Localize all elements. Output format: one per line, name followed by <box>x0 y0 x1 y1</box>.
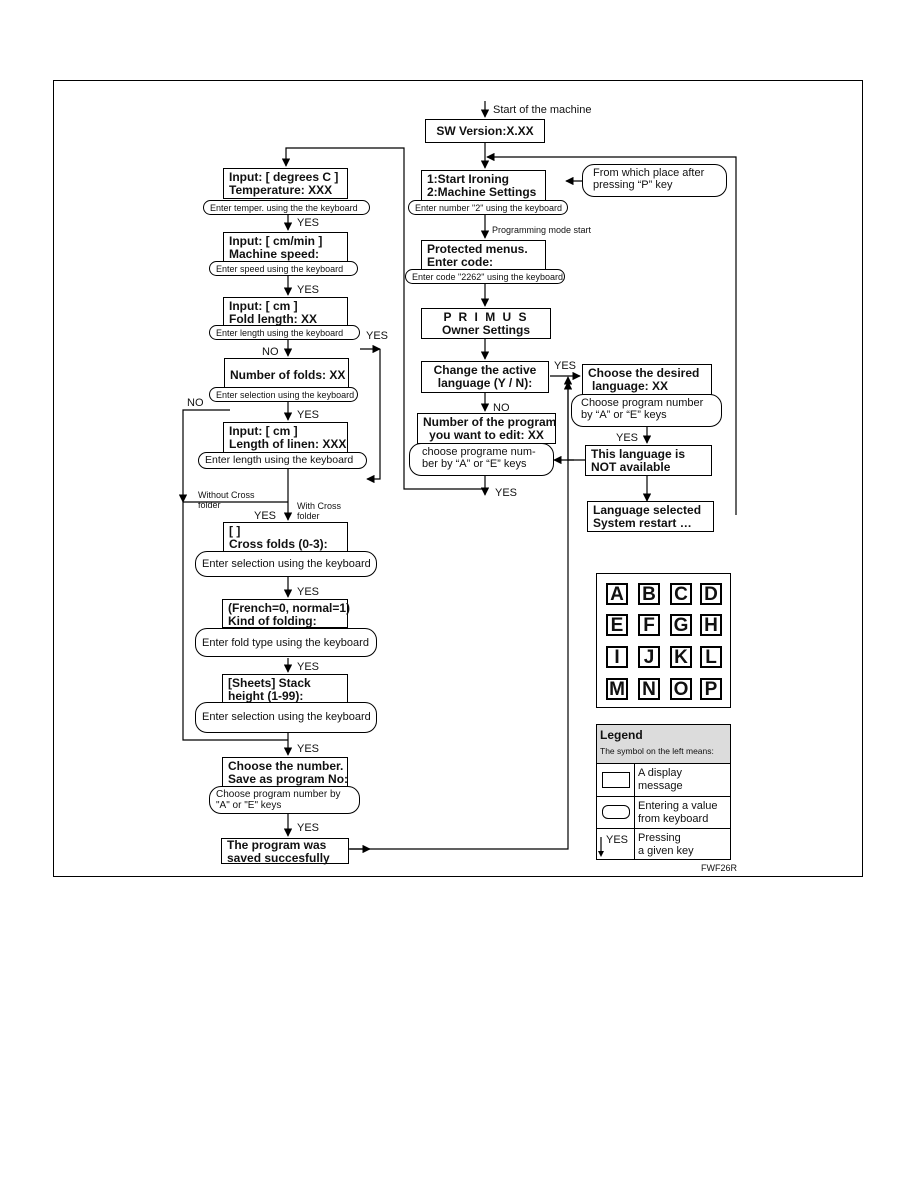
key-j[interactable]: J <box>638 646 660 668</box>
yes-bottom-label: YES <box>495 487 518 499</box>
choose-program-input[interactable]: choose programe num-ber by “A” or “E” ke… <box>409 443 554 476</box>
temperature-input[interactable]: Enter temper. using the the keyboard <box>203 200 370 215</box>
save-program-display: Choose the number.Save as program No: <box>222 757 348 787</box>
length-of-linen-display: Input: [ cm ]Length of linen: XXX <box>223 422 348 453</box>
enter-number-2-input[interactable]: Enter number "2" using the keyboard <box>408 200 568 215</box>
yes-label-4: YES <box>254 510 277 522</box>
yes-label-8: YES <box>297 822 320 834</box>
key-m[interactable]: M <box>606 678 628 700</box>
no-label-2: NO <box>187 397 204 409</box>
machine-speed-display: Input: [ cm/min ]Machine speed: <box>223 232 348 263</box>
yes-label-1: YES <box>297 217 320 229</box>
save-program-input[interactable]: Choose program number by"A" or "E" keys <box>209 786 360 814</box>
yes-label-7: YES <box>297 743 320 755</box>
key-i[interactable]: I <box>606 646 628 668</box>
key-press-arrow-icon <box>598 837 604 857</box>
enter-code-input[interactable]: Enter code "2262" using the keyboard <box>405 269 565 284</box>
display-box-icon <box>602 772 630 788</box>
start-label: Start of the machine <box>493 104 592 116</box>
linen-length-input[interactable]: Enter length using the keyboard <box>198 452 367 469</box>
sw-version-display: SW Version:X.XX <box>425 119 545 143</box>
cross-folds-display: [ ]Cross folds (0-3): <box>223 522 348 552</box>
yes-label-3: YES <box>297 409 320 421</box>
no-label-1: NO <box>262 346 279 358</box>
yes-label-2: YES <box>297 284 320 296</box>
number-of-folds-display: Number of folds: XX <box>224 358 349 389</box>
key-k[interactable]: K <box>670 646 692 668</box>
no-label: NO <box>493 402 510 414</box>
key-a[interactable]: A <box>606 583 628 605</box>
legend: Legend The symbol on the left means: A d… <box>596 724 731 860</box>
fold-length-display: Input: [ cm ]Fold length: XX <box>223 297 348 328</box>
legend-subtitle: The symbol on the left means: <box>600 746 714 756</box>
yes-loop-label: YES <box>366 330 389 342</box>
stack-height-input[interactable]: Enter selection using the keyboard <box>195 702 377 733</box>
key-l[interactable]: L <box>700 646 722 668</box>
diagram-frame <box>53 80 863 877</box>
yes-language-label: YES <box>616 432 639 444</box>
speed-input[interactable]: Enter speed using the keyboard <box>209 261 358 276</box>
cross-folds-input[interactable]: Enter selection using the keyboard <box>195 551 377 577</box>
legend-yes-symbol: YES <box>606 834 629 846</box>
folds-input[interactable]: Enter selection using the keyboard <box>209 387 358 402</box>
key-f[interactable]: F <box>638 614 660 636</box>
figure-id: FWF26R <box>701 863 737 873</box>
yes-label-5: YES <box>297 586 320 598</box>
fold-length-input[interactable]: Enter length using the keyboard <box>209 325 360 340</box>
key-h[interactable]: H <box>700 614 722 636</box>
temperature-display: Input: [ degrees C ]Temperature: XXX <box>223 168 348 199</box>
key-p[interactable]: P <box>700 678 722 700</box>
protected-menus-display: Protected menus.Enter code: <box>421 240 546 271</box>
key-d[interactable]: D <box>700 583 722 605</box>
key-n[interactable]: N <box>638 678 660 700</box>
fold-type-input[interactable]: Enter fold type using the keyboard <box>195 628 377 657</box>
legend-header: Legend The symbol on the left means: <box>597 725 730 764</box>
input-pill-icon <box>602 805 630 819</box>
programming-mode-label: Programming mode start <box>492 225 592 235</box>
key-c[interactable]: C <box>670 583 692 605</box>
key-o[interactable]: O <box>670 678 692 700</box>
yes-label: YES <box>554 360 577 372</box>
legend-title: Legend <box>600 728 643 742</box>
kind-of-folding-display: (French=0, normal=1)Kind of folding: <box>222 599 350 628</box>
yes-label-6: YES <box>297 661 320 673</box>
key-b[interactable]: B <box>638 583 660 605</box>
key-e[interactable]: E <box>606 614 628 636</box>
keypad: A B C D E F G H I J K L M N O P <box>596 573 731 708</box>
key-g[interactable]: G <box>670 614 692 636</box>
